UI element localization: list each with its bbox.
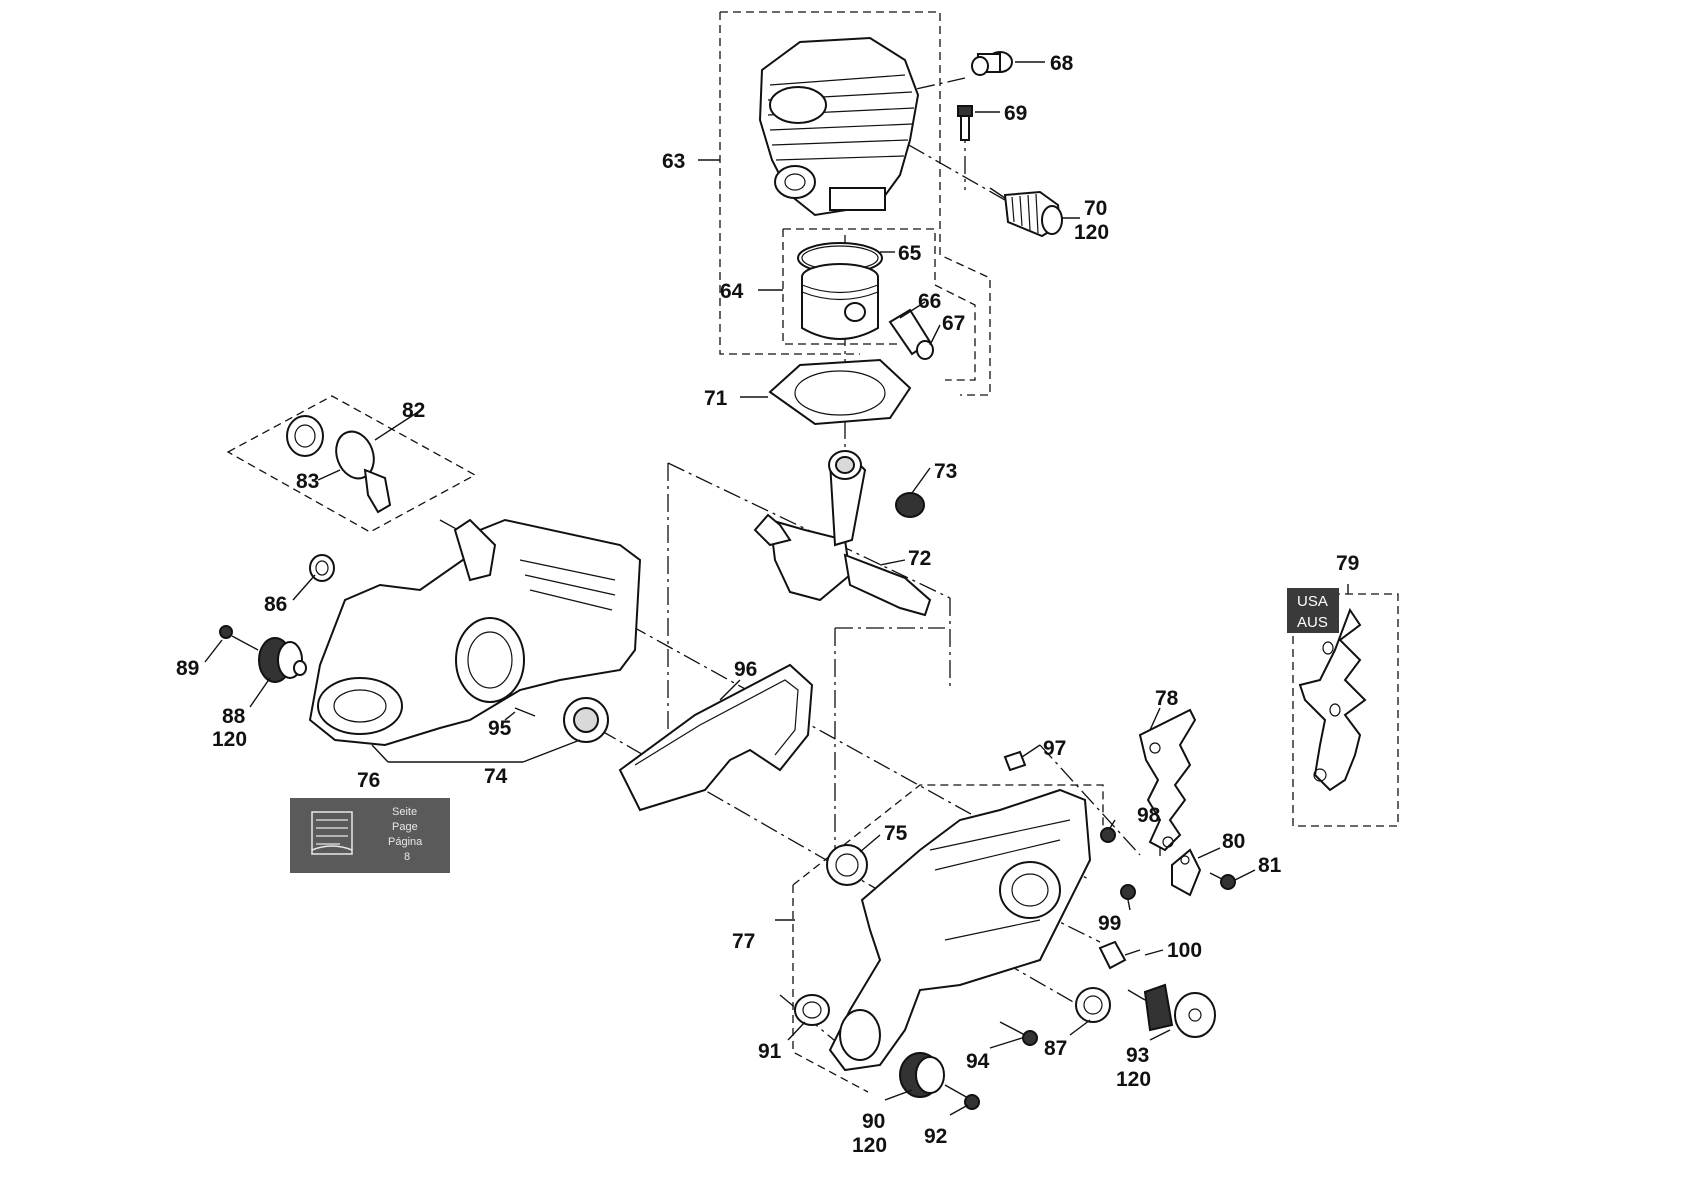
callout-94: 94 bbox=[966, 1050, 990, 1073]
callout-76: 76 bbox=[357, 769, 380, 792]
callout-95: 95 bbox=[488, 717, 512, 740]
callout-70-qty: 120 bbox=[1074, 221, 1109, 244]
chain-catcher-78-part bbox=[1138, 708, 1197, 852]
screw-92-part bbox=[944, 1084, 980, 1110]
callout-90-qty: 120 bbox=[852, 1134, 887, 1157]
crankshaft-part bbox=[753, 450, 932, 617]
crankcase-left-part bbox=[308, 518, 642, 747]
seal-75-part bbox=[826, 844, 868, 886]
see-page-line1: Seite bbox=[392, 806, 417, 818]
see-page-line2: Page bbox=[392, 821, 418, 833]
callout-90: 90 bbox=[862, 1110, 885, 1133]
see-page-line4: 8 bbox=[404, 851, 410, 863]
callout-83: 83 bbox=[296, 470, 319, 493]
cylinder-assembly-box bbox=[719, 11, 991, 396]
callout-98: 98 bbox=[1137, 804, 1161, 827]
callout-96: 96 bbox=[734, 658, 757, 681]
oil-seal-part bbox=[286, 415, 392, 514]
callout-80: 80 bbox=[1222, 830, 1245, 853]
see-page-reference[interactable]: Seite Page Página 8 bbox=[290, 798, 450, 873]
callout-63: 63 bbox=[662, 150, 685, 173]
book-icon bbox=[311, 811, 353, 855]
nut-98-part bbox=[1100, 827, 1116, 843]
callout-91: 91 bbox=[758, 1040, 782, 1063]
callout-72: 72 bbox=[908, 547, 931, 570]
chain-catcher-79-part bbox=[1298, 607, 1367, 792]
callout-82: 82 bbox=[402, 399, 425, 422]
pin-97-part bbox=[1003, 750, 1027, 772]
screw-81-part bbox=[1209, 872, 1236, 890]
callout-69: 69 bbox=[1004, 102, 1027, 125]
seal-kit-box bbox=[226, 395, 477, 533]
callout-93: 93 bbox=[1126, 1044, 1149, 1067]
spring-70-part bbox=[989, 187, 1063, 238]
callout-97: 97 bbox=[1043, 737, 1066, 760]
callout-88-qty: 120 bbox=[212, 728, 247, 751]
av-buffer-90-part bbox=[899, 1052, 945, 1098]
callout-64: 64 bbox=[720, 280, 744, 303]
callout-92: 92 bbox=[924, 1125, 947, 1148]
bearing-74-part bbox=[563, 697, 609, 743]
callout-99: 99 bbox=[1098, 912, 1121, 935]
callout-75: 75 bbox=[884, 822, 908, 845]
av-buffer-93-part bbox=[1127, 983, 1216, 1038]
crankcase-gasket-part bbox=[618, 663, 814, 812]
callout-81: 81 bbox=[1258, 854, 1282, 877]
callout-67: 67 bbox=[942, 312, 965, 335]
av-buffer-88-part bbox=[258, 637, 307, 683]
seal-91-part bbox=[794, 994, 830, 1026]
screw-89-part bbox=[219, 625, 259, 651]
callout-70: 70 bbox=[1084, 197, 1107, 220]
region-badge-line1: USA bbox=[1297, 593, 1328, 610]
callout-87: 87 bbox=[1044, 1037, 1067, 1060]
callout-71: 71 bbox=[704, 387, 728, 410]
pin-95-part bbox=[514, 707, 536, 717]
callout-66: 66 bbox=[918, 290, 941, 313]
callout-93-qty: 120 bbox=[1116, 1068, 1151, 1091]
cylinder-gasket-part bbox=[768, 358, 912, 426]
callout-77: 77 bbox=[732, 930, 755, 953]
region-badge-line2: AUS bbox=[1297, 614, 1328, 631]
callout-79: 79 bbox=[1336, 552, 1359, 575]
callout-78: 78 bbox=[1155, 687, 1179, 710]
callout-73: 73 bbox=[934, 460, 957, 483]
callout-88: 88 bbox=[222, 705, 246, 728]
crankcase-right-box bbox=[792, 784, 1104, 1093]
crankcase-right-part bbox=[828, 788, 1092, 1072]
piston-assembly-box bbox=[782, 228, 976, 381]
nut-99-part bbox=[1120, 884, 1136, 900]
seal-86-part bbox=[309, 554, 335, 582]
seal-87-part bbox=[1075, 987, 1111, 1023]
callout-68: 68 bbox=[1050, 52, 1074, 75]
callout-100: 100 bbox=[1167, 939, 1202, 962]
wrist-pin-part bbox=[888, 308, 934, 360]
needle-bearing-part bbox=[895, 492, 925, 518]
usa-aus-box bbox=[1292, 593, 1399, 827]
screw-94-part bbox=[999, 1021, 1038, 1046]
callout-89: 89 bbox=[176, 657, 199, 680]
cylinder-part bbox=[758, 36, 920, 217]
callout-86: 86 bbox=[264, 593, 287, 616]
clamp-80-part bbox=[1171, 848, 1202, 897]
decompression-valve-part bbox=[971, 51, 1013, 76]
piston-part bbox=[801, 263, 879, 340]
see-page-line3: Página bbox=[388, 836, 423, 848]
callout-74: 74 bbox=[484, 765, 508, 788]
callout-labels: 63 64 65 66 67 68 69 70 120 71 72 73 74 … bbox=[176, 52, 1359, 1157]
region-badge: USA AUS bbox=[1287, 588, 1339, 633]
stud-100-part bbox=[1098, 940, 1141, 970]
leader-lines bbox=[204, 61, 1349, 1116]
callout-65: 65 bbox=[898, 242, 922, 265]
screw-69-part bbox=[957, 105, 973, 141]
